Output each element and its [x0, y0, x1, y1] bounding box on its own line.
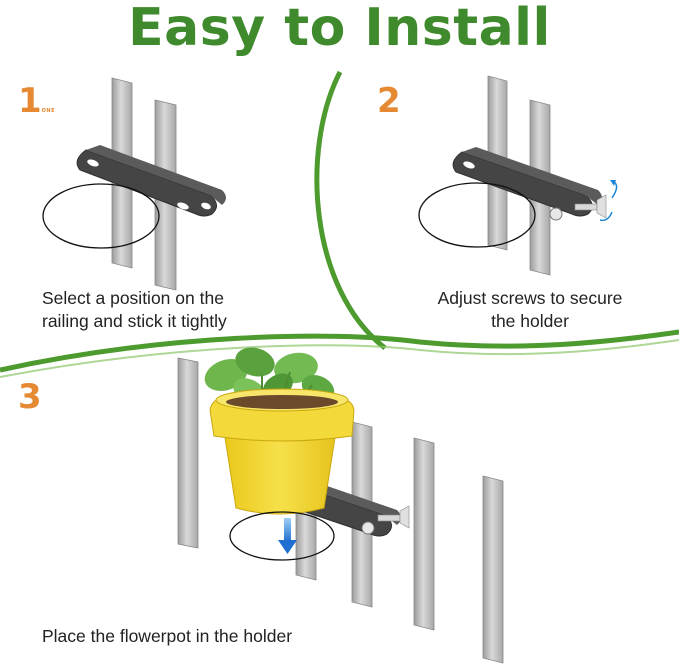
step-1-caption-line-2: railing and stick it tightly [42, 311, 227, 331]
down-arrow-icon [278, 518, 297, 554]
step-3-caption-line-1: Place the flowerpot in the holder [42, 626, 293, 646]
green-divider-curves [0, 70, 679, 378]
step-1-number: 1ONE [18, 84, 55, 118]
step-2-caption: Adjust screws to secure the holder [410, 287, 650, 333]
step-2-illustration [418, 75, 618, 276]
step-3-caption: Place the flowerpot in the holder [42, 625, 362, 648]
step-2-number-text: 2 [377, 81, 401, 121]
step-1-illustration [42, 77, 226, 291]
step-1-number-text: 1 [18, 81, 42, 121]
step-2-number: 2 [377, 84, 401, 118]
step-3-number: 3 [18, 380, 42, 414]
step-3-illustration [177, 347, 504, 664]
step-1-caption-line-1: Select a position on the [42, 288, 224, 308]
step-3-number-text: 3 [18, 377, 42, 417]
yellow-flowerpot [209, 388, 355, 515]
step-1-caption: Select a position on the railing and sti… [42, 287, 302, 333]
page-title: Easy to Install [128, 0, 551, 58]
step-2-caption-line-1: Adjust screws to secure [437, 288, 623, 308]
step-2-caption-line-2: the holder [491, 311, 569, 331]
step-1-number-sub: ONE [41, 108, 56, 114]
